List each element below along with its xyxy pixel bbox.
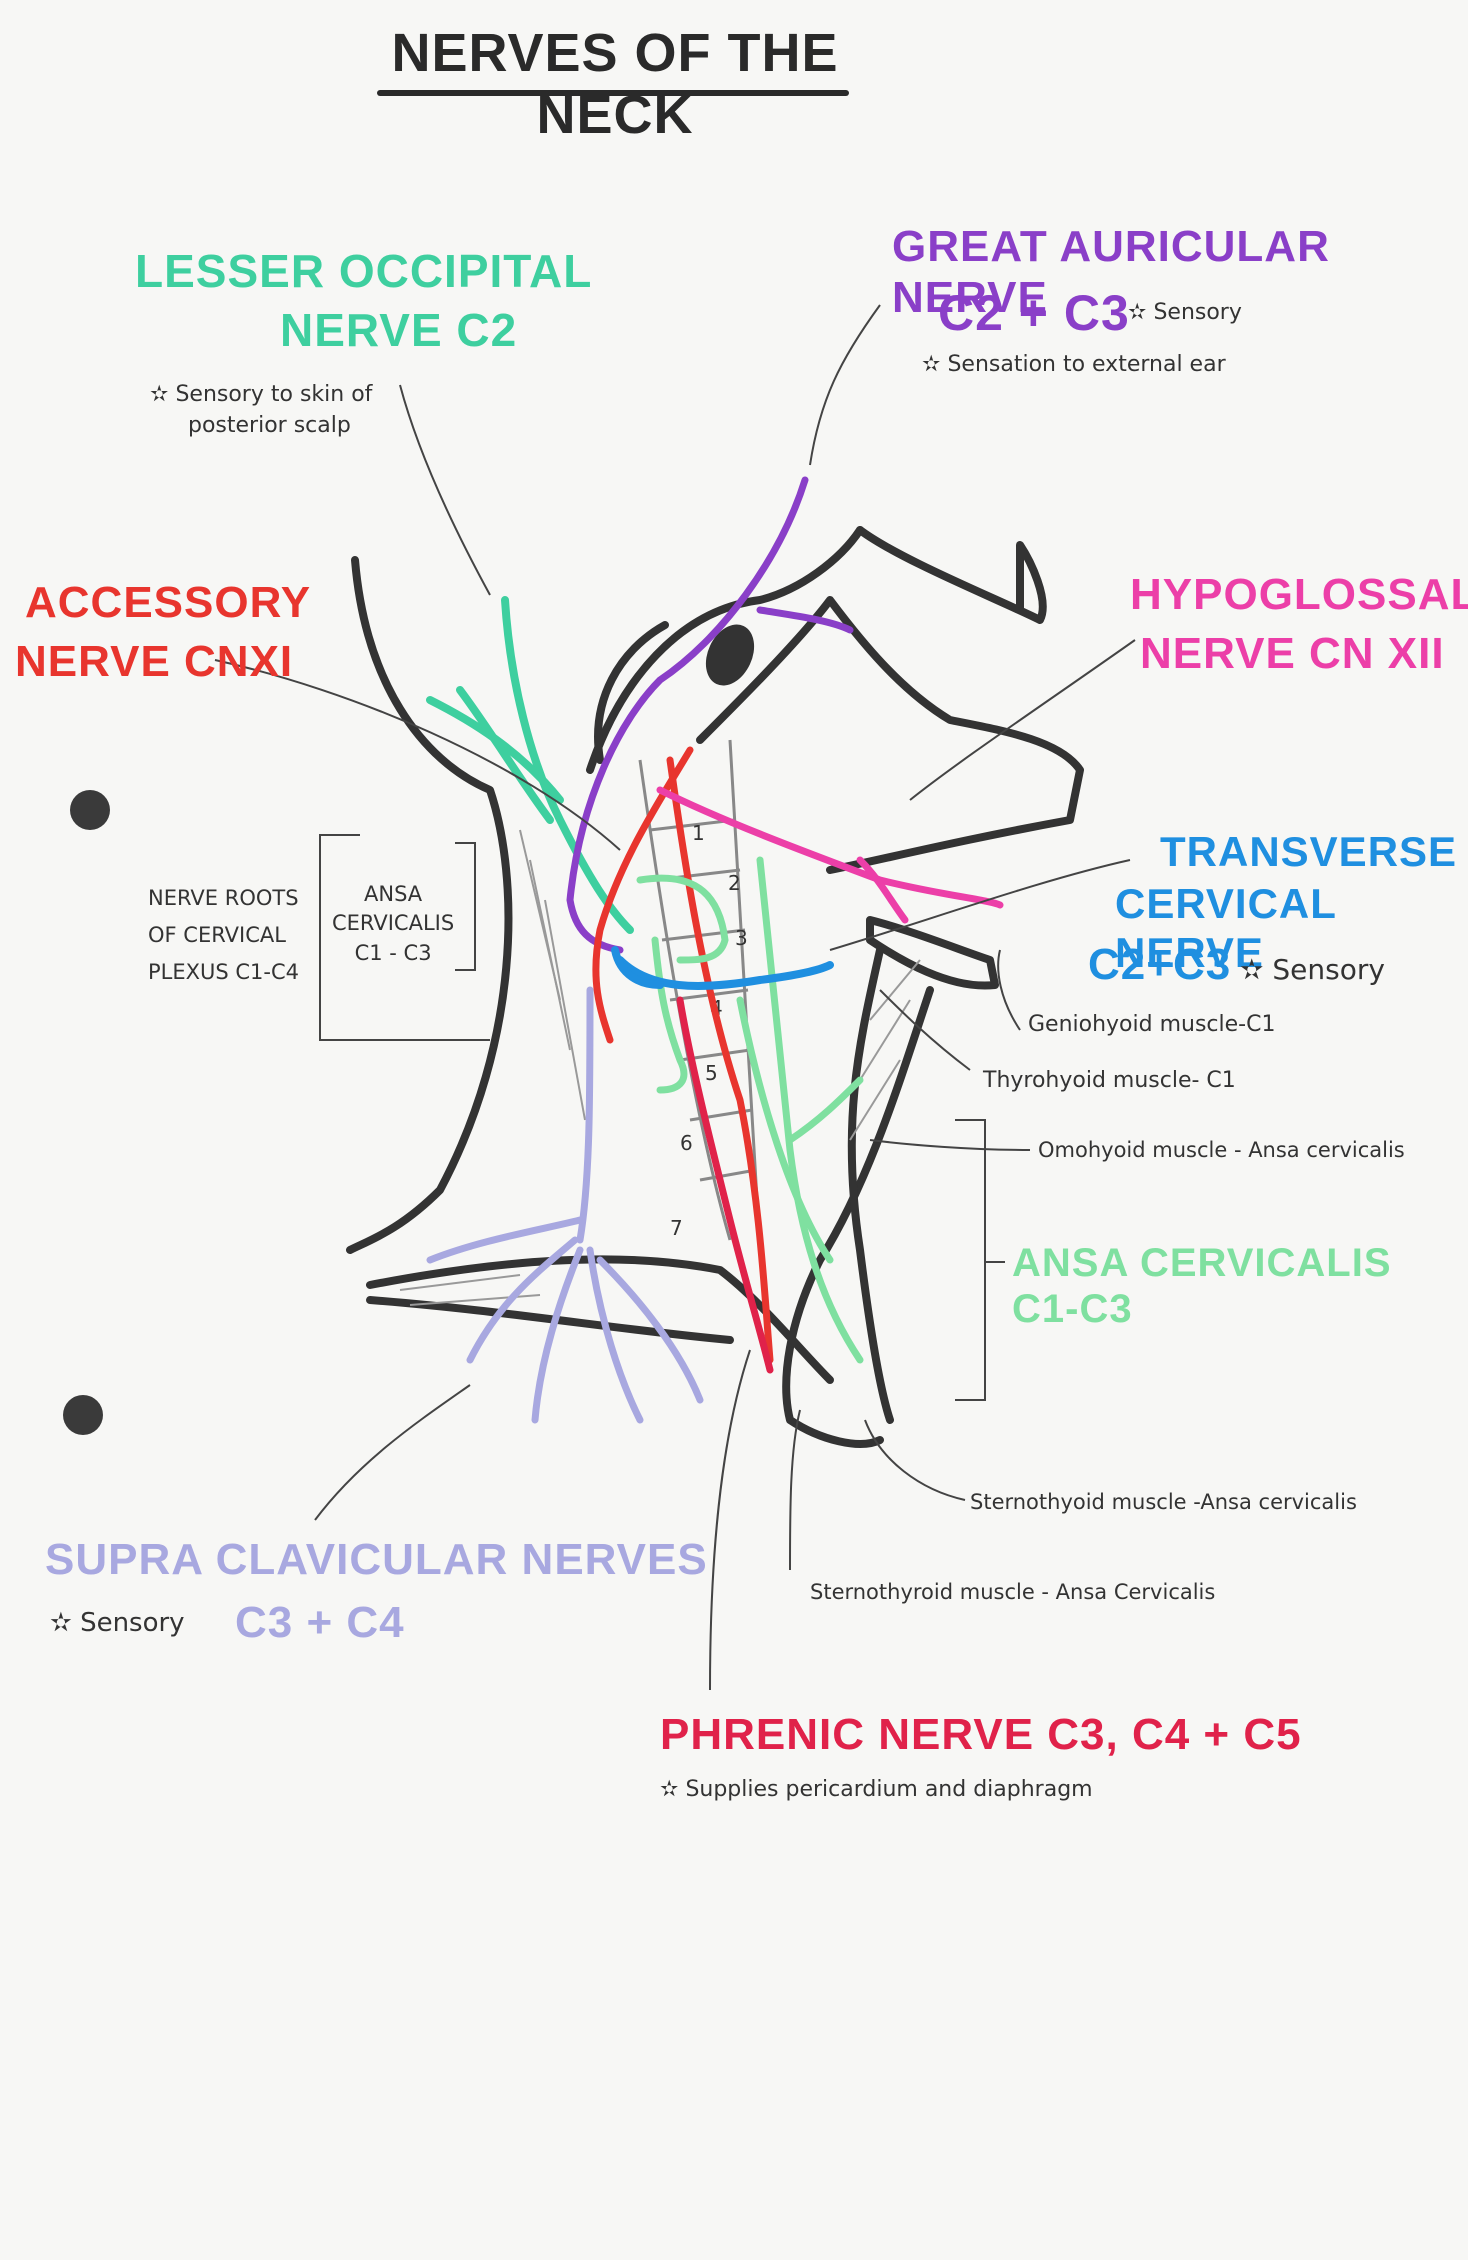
vertebral-column: [638, 739, 762, 1251]
vertebra-number-2: 2: [728, 871, 741, 895]
supraclavicular-nerves: [426, 986, 704, 1424]
phrenic-note-text: Supplies pericardium and diaphragm: [685, 1777, 1093, 1802]
supraclavicular-note-text: Sensory: [80, 1608, 185, 1638]
thyrohyoid-label: Thyrohyoid muscle- C1: [983, 1068, 1236, 1093]
accessory-nerve-label: ACCESSORY NERVE CNXI: [15, 578, 312, 687]
star-icon: ✫: [1128, 300, 1147, 325]
omohyoid-label: Omohyoid muscle - Ansa cervicalis: [1038, 1138, 1405, 1162]
ansa-bracket-line1: ANSA: [364, 882, 423, 906]
mastoid-process: [705, 624, 755, 686]
star-icon: ✫: [50, 1608, 72, 1638]
transverse-cervical-note: ✫ Sensory: [1240, 950, 1385, 989]
transverse-cervical-nerve: [611, 946, 834, 990]
punch-hole-top: [70, 790, 110, 830]
great-auricular-segments: C2 + C3: [938, 285, 1130, 341]
hyoid-and-larynx-outline: [866, 916, 999, 990]
sternothyoid-label: Sternothyoid muscle -Ansa cervicalis: [970, 1490, 1357, 1514]
mandible-outline: [696, 596, 1084, 874]
lesser-occipital-line2: NERVE C2: [280, 303, 518, 356]
lesser-occipital-note-line2: posterior scalp: [188, 412, 351, 438]
leader-lines: [214, 304, 1136, 1691]
ansa-cervicalis-nerves: [636, 856, 864, 1364]
punch-hole-bottom: [63, 1395, 103, 1435]
great-auricular-nerve-label: GREAT AURICULAR NERVE: [892, 222, 1468, 323]
vertebra-number-6: 6: [680, 1131, 693, 1155]
geniohyoid-label: Geniohyoid muscle-C1: [1028, 1012, 1276, 1037]
ansa-bracket-line2: CERVICALIS: [332, 911, 455, 936]
great-auricular-note-b-text: Sensation to external ear: [947, 352, 1226, 377]
vertebra-number-7: 7: [670, 1216, 683, 1240]
sternothyroid-label: Sternothyroid muscle - Ansa Cervicalis: [810, 1580, 1216, 1604]
vertebra-number-5: 5: [705, 1061, 718, 1085]
star-icon: ✫: [150, 382, 169, 407]
vertebra-number-1: 1: [692, 821, 705, 845]
star-icon: ✫: [1240, 953, 1264, 986]
title-underline: [377, 90, 849, 96]
great-auricular-note-a-text: Sensory: [1153, 300, 1242, 325]
vertebra-number-3: 3: [735, 926, 748, 950]
face-outline: [856, 526, 1047, 624]
phrenic-nerve: [676, 996, 774, 1374]
lesser-occipital-note: ✫ Sensory to skin of posterior scalp: [150, 380, 372, 442]
nerve-roots-line3: PLEXUS C1-C4: [148, 959, 300, 984]
star-icon: ✫: [660, 1777, 679, 1802]
great-auricular-note-b: ✫ Sensation to external ear: [922, 350, 1226, 381]
supraclavicular-note: ✫ Sensory: [50, 1605, 185, 1641]
phrenic-note: ✫ Supplies pericardium and diaphragm: [660, 1775, 1093, 1806]
lesser-occipital-nerve-label: LESSER OCCIPITAL NERVE C2: [135, 245, 592, 357]
accessory-line2: NERVE CNXI: [15, 636, 294, 686]
lesser-occipital-nerve: [426, 596, 634, 934]
great-auricular-line1: GREAT AURICULAR NERVE: [892, 222, 1330, 322]
star-icon: ✫: [922, 352, 941, 377]
transverse-cervical-nerve-label: TRANSVERSE CERVICAL NERVE: [1115, 828, 1468, 977]
hypoglossal-line2: NERVE CN XII: [1140, 628, 1445, 678]
transverse-cervical-note-text: Sensory: [1272, 953, 1385, 986]
transverse-cervical-line2: CERVICAL NERVE: [1115, 880, 1337, 976]
hypoglossal-nerve-label: HYPOGLOSSAL NERVE CN XII: [1130, 570, 1468, 679]
ansa-bracket-line3: C1 - C3: [354, 940, 432, 965]
lesser-occipital-line1: LESSER OCCIPITAL: [135, 245, 593, 297]
bracket-lines: [319, 834, 1005, 1401]
great-auricular-nerve: [566, 476, 854, 954]
muscle-striations: [399, 829, 921, 1306]
sternocleidomastoid-outline: [594, 621, 669, 764]
phrenic-nerve-label: PHRENIC NERVE C3, C4 + C5: [660, 1710, 1302, 1759]
accessory-line1: ACCESSORY: [25, 578, 312, 627]
hypoglossal-nerve: [656, 786, 1004, 924]
nerve-roots-line1: NERVE ROOTS: [148, 886, 299, 910]
transverse-cervical-segments: C2+C3: [1088, 940, 1232, 989]
posterior-neck-outline: [346, 556, 513, 1254]
ansa-cervicalis-label: ANSA CERVICALIS C1-C3: [1012, 1241, 1392, 1331]
lesser-occipital-note-line1: Sensory to skin of: [175, 382, 373, 407]
ansa-bracket-note: ANSA CERVICALIS C1 - C3: [332, 880, 454, 968]
trachea-outline: [782, 986, 934, 1448]
hypoglossal-line1: HYPOGLOSSAL: [1130, 570, 1468, 619]
nerve-roots-note: NERVE ROOTS OF CERVICAL PLEXUS C1-C4: [148, 880, 299, 990]
supraclavicular-nerves-label: SUPRA CLAVICULAR NERVES: [45, 1535, 708, 1584]
transverse-cervical-line1: TRANSVERSE: [1160, 828, 1458, 875]
omohyoid-outline: [847, 946, 894, 1424]
great-auricular-note-a: ✫ Sensory: [1128, 298, 1242, 329]
clavicle-outline: [366, 1255, 834, 1384]
supraclavicular-segments: C3 + C4: [235, 1598, 405, 1647]
nerve-roots-line2: OF CERVICAL: [148, 922, 286, 947]
